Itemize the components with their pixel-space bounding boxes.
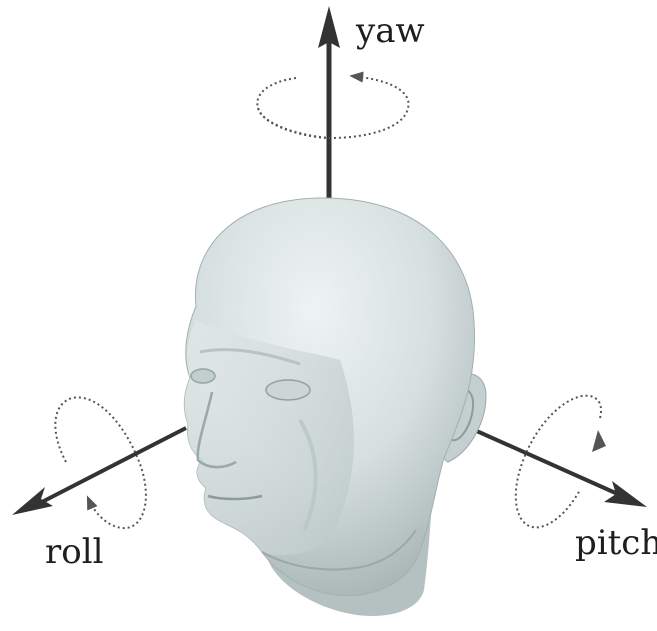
head-model-icon [184, 198, 486, 616]
pitch-rotation-arrowhead-icon [592, 430, 606, 452]
roll-label: roll [45, 535, 103, 569]
yaw-rotation-front-segment [258, 108, 330, 138]
pitch-rotation-indicator [516, 396, 606, 528]
yaw-rotation-indicator [257, 76, 408, 138]
roll-rotation-indicator [55, 397, 146, 528]
pitch-label: pitch [575, 526, 657, 560]
roll-axis-arrow [12, 428, 186, 515]
yaw-axis-arrow [318, 6, 340, 205]
pitch-axis-arrow [470, 428, 647, 507]
yaw-label: yaw [356, 14, 425, 48]
